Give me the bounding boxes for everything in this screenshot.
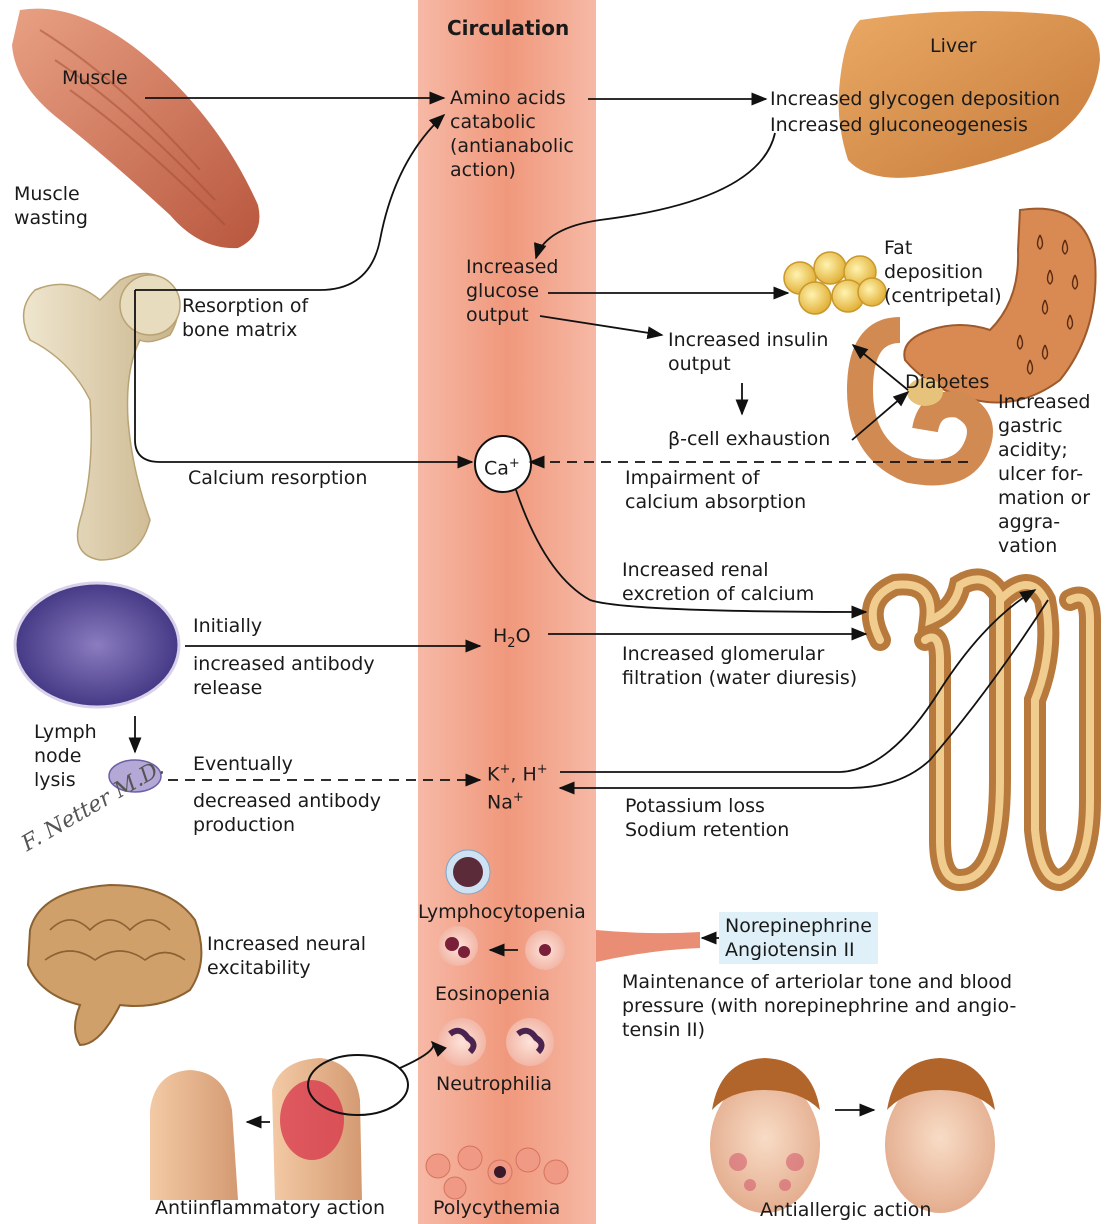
calcium-impairment-label: Impairment of calcium absorption <box>625 466 806 514</box>
liver-label: Liver <box>930 34 977 58</box>
lymphocyte-cell <box>446 850 490 894</box>
face-normal-illustration <box>885 1058 995 1213</box>
bone-resorption-label: Resorption of bone matrix <box>182 294 308 342</box>
polycythemia-label: Polycythemia <box>433 1196 560 1220</box>
renal-calcium-label: Increased renal excretion of calcium <box>622 558 814 606</box>
glycogen-label: Increased glycogen deposition <box>770 87 1060 111</box>
neural-excitability-label: Increased neural excitability <box>207 932 366 980</box>
fat-cells <box>784 252 886 314</box>
arteriole <box>596 930 700 962</box>
increased-antibody-label: increased antibody release <box>193 652 375 700</box>
calcium-resorption-label: Calcium resorption <box>188 466 367 490</box>
arrow-kidney-to-sodium <box>560 600 1048 788</box>
gluconeogenesis-label: Increased gluconeogenesis <box>770 113 1028 137</box>
potassium-sodium-label: Potassium loss Sodium retention <box>625 794 789 842</box>
lymph-lysis-label: Lymph node lysis <box>34 720 97 792</box>
glucose-output-label: Increased glucose output <box>466 255 558 327</box>
circulation-title: Circulation <box>447 16 569 40</box>
kidney-tubule-illustration <box>873 579 1090 880</box>
decreased-antibody-label: decreased antibody production <box>193 789 381 837</box>
fat-deposition-label: Fat deposition (centripetal) <box>884 236 1002 308</box>
diabetes-label: Diabetes <box>905 370 989 394</box>
brain-illustration <box>28 885 201 1045</box>
eosinopenia-label: Eosinopenia <box>435 982 550 1006</box>
water-label: H2O <box>493 624 531 656</box>
face-allergic-illustration <box>710 1058 820 1213</box>
neutrophilia-label: Neutrophilia <box>436 1072 552 1096</box>
antiinflammatory-label: Antiinflammatory action <box>155 1196 385 1220</box>
initially-label: Initially <box>193 614 262 638</box>
amino-acids-label: Amino acids catabolic (antianabolic acti… <box>450 86 574 182</box>
eventually-label: Eventually <box>193 752 293 776</box>
calcium-ion-label: Ca+ <box>484 452 520 480</box>
glomerular-label: Increased glomerular filtration (water d… <box>622 642 857 690</box>
antiallergic-label: Antiallergic action <box>760 1198 931 1222</box>
muscle-label: Muscle <box>62 66 128 90</box>
lymphocytopenia-label: Lymphocytopenia <box>418 900 586 924</box>
beta-cell-label: β-cell exhaustion <box>668 427 830 451</box>
lymph-node-illustration <box>15 583 179 707</box>
electrolyte-ions-label: K+, H+ Na+ <box>487 758 548 815</box>
insulin-output-label: Increased insulin output <box>668 328 828 376</box>
hormones-label: Norepinephrine Angiotensin II <box>719 912 878 964</box>
arteriolar-tone-label: Maintenance of arteriolar tone and blood… <box>622 970 1016 1042</box>
gastric-acidity-label: Increased gastric acidity; ulcer for- ma… <box>998 390 1090 558</box>
finger-normal-illustration <box>150 1070 238 1200</box>
muscle-wasting-label: Muscle wasting <box>14 182 88 230</box>
